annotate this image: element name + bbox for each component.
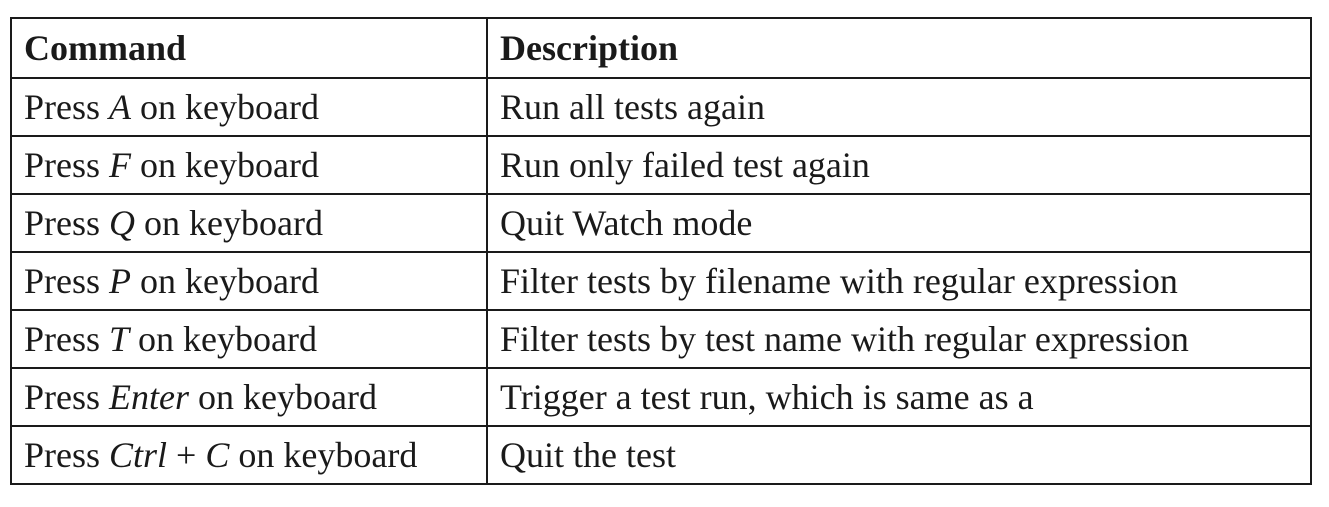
- table-row: Press P on keyboard Filter tests by file…: [10, 251, 1312, 311]
- description-cell: Run all tests again: [486, 77, 1312, 137]
- description-cell: Quit Watch mode: [486, 193, 1312, 253]
- command-suffix: on keyboard: [131, 261, 319, 301]
- header-command: Command: [10, 17, 488, 79]
- command-suffix: on keyboard: [189, 377, 377, 417]
- table-row: Press T on keyboard Filter tests by test…: [10, 309, 1312, 369]
- description-cell: Quit the test: [486, 425, 1312, 485]
- command-cell: Press Q on keyboard: [10, 193, 488, 253]
- key-name: Q: [109, 203, 136, 243]
- table-header-row: Command Description: [10, 17, 1312, 79]
- command-cell: Press Enter on keyboard: [10, 367, 488, 427]
- table-row: Press Enter on keyboard Trigger a test r…: [10, 367, 1312, 427]
- table-row: Press F on keyboard Run only failed test…: [10, 135, 1312, 195]
- key-name: Enter: [109, 377, 189, 417]
- table-row: Press Q on keyboard Quit Watch mode: [10, 193, 1312, 253]
- description-cell: Filter tests by test name with regular e…: [486, 309, 1312, 369]
- key-name: A: [109, 87, 132, 127]
- command-prefix: Press: [24, 203, 110, 243]
- command-cell: Press A on keyboard: [10, 77, 488, 137]
- command-prefix: Press: [24, 87, 110, 127]
- key-name: F: [109, 145, 132, 185]
- command-prefix: Press: [24, 319, 110, 359]
- command-suffix: on keyboard: [131, 87, 319, 127]
- command-suffix: on keyboard: [135, 203, 323, 243]
- header-description: Description: [486, 17, 1312, 79]
- key-name-2: C: [205, 435, 230, 475]
- table-row: Press Ctrl + C on keyboard Quit the test: [10, 425, 1312, 485]
- key-name: T: [109, 319, 130, 359]
- command-prefix: Press: [24, 435, 110, 475]
- command-suffix: on keyboard: [131, 145, 319, 185]
- command-suffix: on keyboard: [229, 435, 418, 475]
- command-prefix: Press: [24, 145, 110, 185]
- commands-table: Command Description Press A on keyboard …: [10, 17, 1312, 485]
- command-cell: Press P on keyboard: [10, 251, 488, 311]
- command-suffix: on keyboard: [129, 319, 317, 359]
- command-cell: Press T on keyboard: [10, 309, 488, 369]
- command-cell: Press F on keyboard: [10, 135, 488, 195]
- description-cell: Run only failed test again: [486, 135, 1312, 195]
- description-cell: Filter tests by filename with regular ex…: [486, 251, 1312, 311]
- key-name: P: [109, 261, 132, 301]
- table-row: Press A on keyboard Run all tests again: [10, 77, 1312, 137]
- command-plus: +: [167, 435, 206, 475]
- command-prefix: Press: [24, 377, 110, 417]
- key-name: Ctrl: [109, 435, 168, 475]
- command-prefix: Press: [24, 261, 110, 301]
- command-cell: Press Ctrl + C on keyboard: [10, 425, 488, 485]
- description-cell: Trigger a test run, which is same as a: [486, 367, 1312, 427]
